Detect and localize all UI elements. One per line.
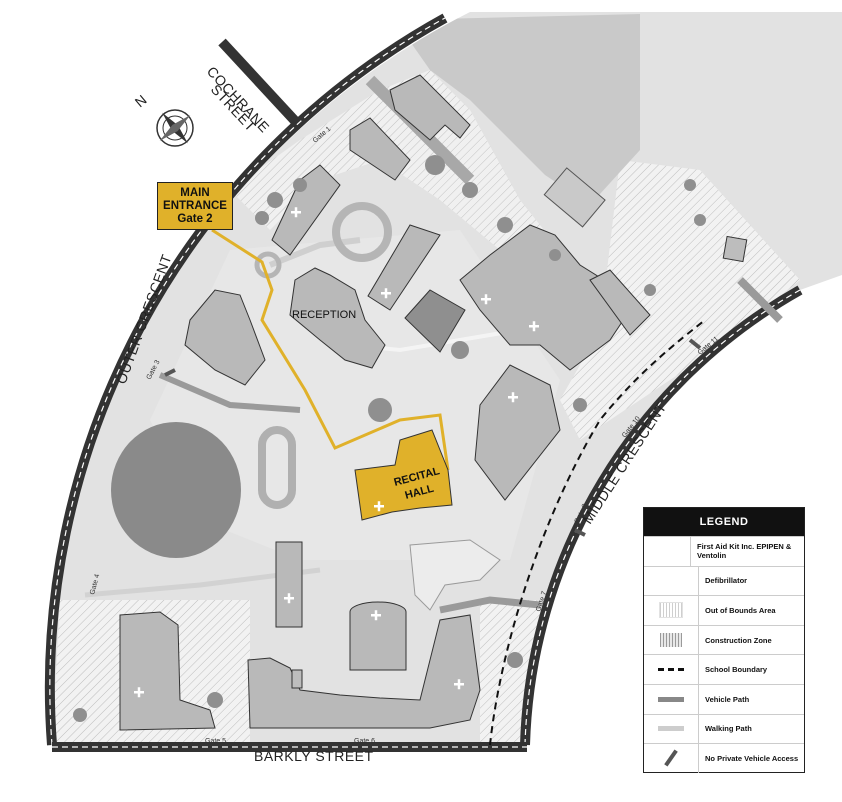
gate-6-label: Gate 6 [354, 738, 375, 745]
legend-row-first-aid: First Aid Kit Inc. EPIPEN & Ventolin [644, 536, 804, 566]
compass-north-letter: N [132, 92, 150, 111]
reception-building [289, 267, 386, 369]
defibrillator-icon [644, 566, 699, 596]
construction-swatch-icon [660, 633, 682, 648]
entrance-route [211, 228, 450, 471]
legend-row-construction: Construction Zone [644, 624, 804, 655]
no-vehicle-access-icon [664, 749, 678, 767]
entrance-line-1: MAIN [180, 186, 210, 199]
building-west-1 [271, 164, 341, 256]
legend-title: LEGEND [644, 508, 804, 536]
tree [497, 217, 513, 233]
building-west-large [184, 289, 266, 386]
legend-text-vehicle: Vehicle Path [705, 694, 750, 704]
legend-text-boundary: School Boundary [705, 665, 768, 675]
entrance-line-2: ENTRANCE [163, 199, 227, 212]
vehicle-path [158, 372, 301, 413]
building-north-1 [389, 74, 471, 141]
roundabout-large [332, 202, 392, 262]
vehicle-path [737, 277, 783, 323]
out-of-bounds-east [560, 160, 800, 440]
legend-row-defibrillator: Defibrillator [644, 565, 804, 596]
legend-text-out-of-bounds: Out of Bounds Area [705, 605, 776, 615]
walkway [409, 539, 501, 611]
tree [644, 284, 656, 296]
legend-text-defibrillator: Defibrillator [705, 576, 748, 586]
building-east-2 [589, 269, 651, 336]
small-structure [722, 235, 748, 263]
oval-field [111, 422, 241, 558]
legend-row-walking: Walking Path [644, 713, 804, 744]
running-track [258, 426, 296, 509]
walking-path-icon [658, 726, 684, 732]
map-legend: LEGEND First Aid Kit Inc. EPIPEN & Vento… [643, 507, 805, 773]
legend-row-out-of-bounds: Out of Bounds Area [644, 595, 804, 625]
out-of-bounds-north [230, 70, 600, 320]
entrance-line-3: Gate 2 [177, 212, 213, 225]
construction-zone [395, 14, 640, 205]
tree [425, 155, 445, 175]
legend-text-first-aid: First Aid Kit Inc. EPIPEN & Ventolin [697, 542, 792, 561]
boundary-line-icon [658, 668, 684, 672]
compass-rose [156, 109, 194, 147]
building-south-east [474, 364, 561, 501]
vehicle-path [439, 596, 541, 614]
tree [684, 179, 696, 191]
walking-path [268, 237, 361, 268]
small-structure [291, 669, 303, 689]
legend-row-no-vehicle: No Private Vehicle Access [644, 743, 804, 773]
legend-row-boundary: School Boundary [644, 654, 804, 684]
cochrane-street-road [218, 38, 300, 126]
legend-row-vehicle: Vehicle Path [644, 683, 804, 714]
tree [368, 398, 392, 422]
school-boundary [489, 319, 706, 746]
tree [255, 211, 269, 225]
tree [451, 341, 469, 359]
building-dark [404, 289, 466, 353]
building-south-center [275, 541, 303, 628]
legend-text-no-vehicle: No Private Vehicle Access [705, 753, 799, 763]
main-entrance-callout: MAIN ENTRANCE Gate 2 [157, 182, 233, 230]
tree [549, 249, 561, 261]
tree [207, 692, 223, 708]
building-southwest-large [119, 611, 216, 731]
legend-text-construction: Construction Zone [705, 635, 772, 645]
first-aid-icon [644, 537, 692, 566]
barkly-street-road [52, 742, 527, 752]
recital-hall[interactable] [354, 429, 453, 521]
gate-5-label: Gate 5 [205, 738, 226, 745]
tree [73, 708, 87, 722]
reception-label: RECEPTION [292, 309, 356, 321]
building-circular [349, 601, 407, 671]
tennis-court [543, 167, 606, 228]
tree [573, 398, 587, 412]
building-north-2 [349, 117, 411, 181]
tree [267, 192, 283, 208]
vehicle-path-icon [658, 696, 684, 702]
legend-text-walking: Walking Path [705, 724, 752, 734]
out-of-bounds-swatch-icon [659, 602, 683, 619]
tree [507, 652, 523, 668]
tree [462, 182, 478, 198]
barkly-street-label: BARKLY STREET [254, 748, 374, 764]
tree [694, 214, 706, 226]
tree [293, 178, 307, 192]
